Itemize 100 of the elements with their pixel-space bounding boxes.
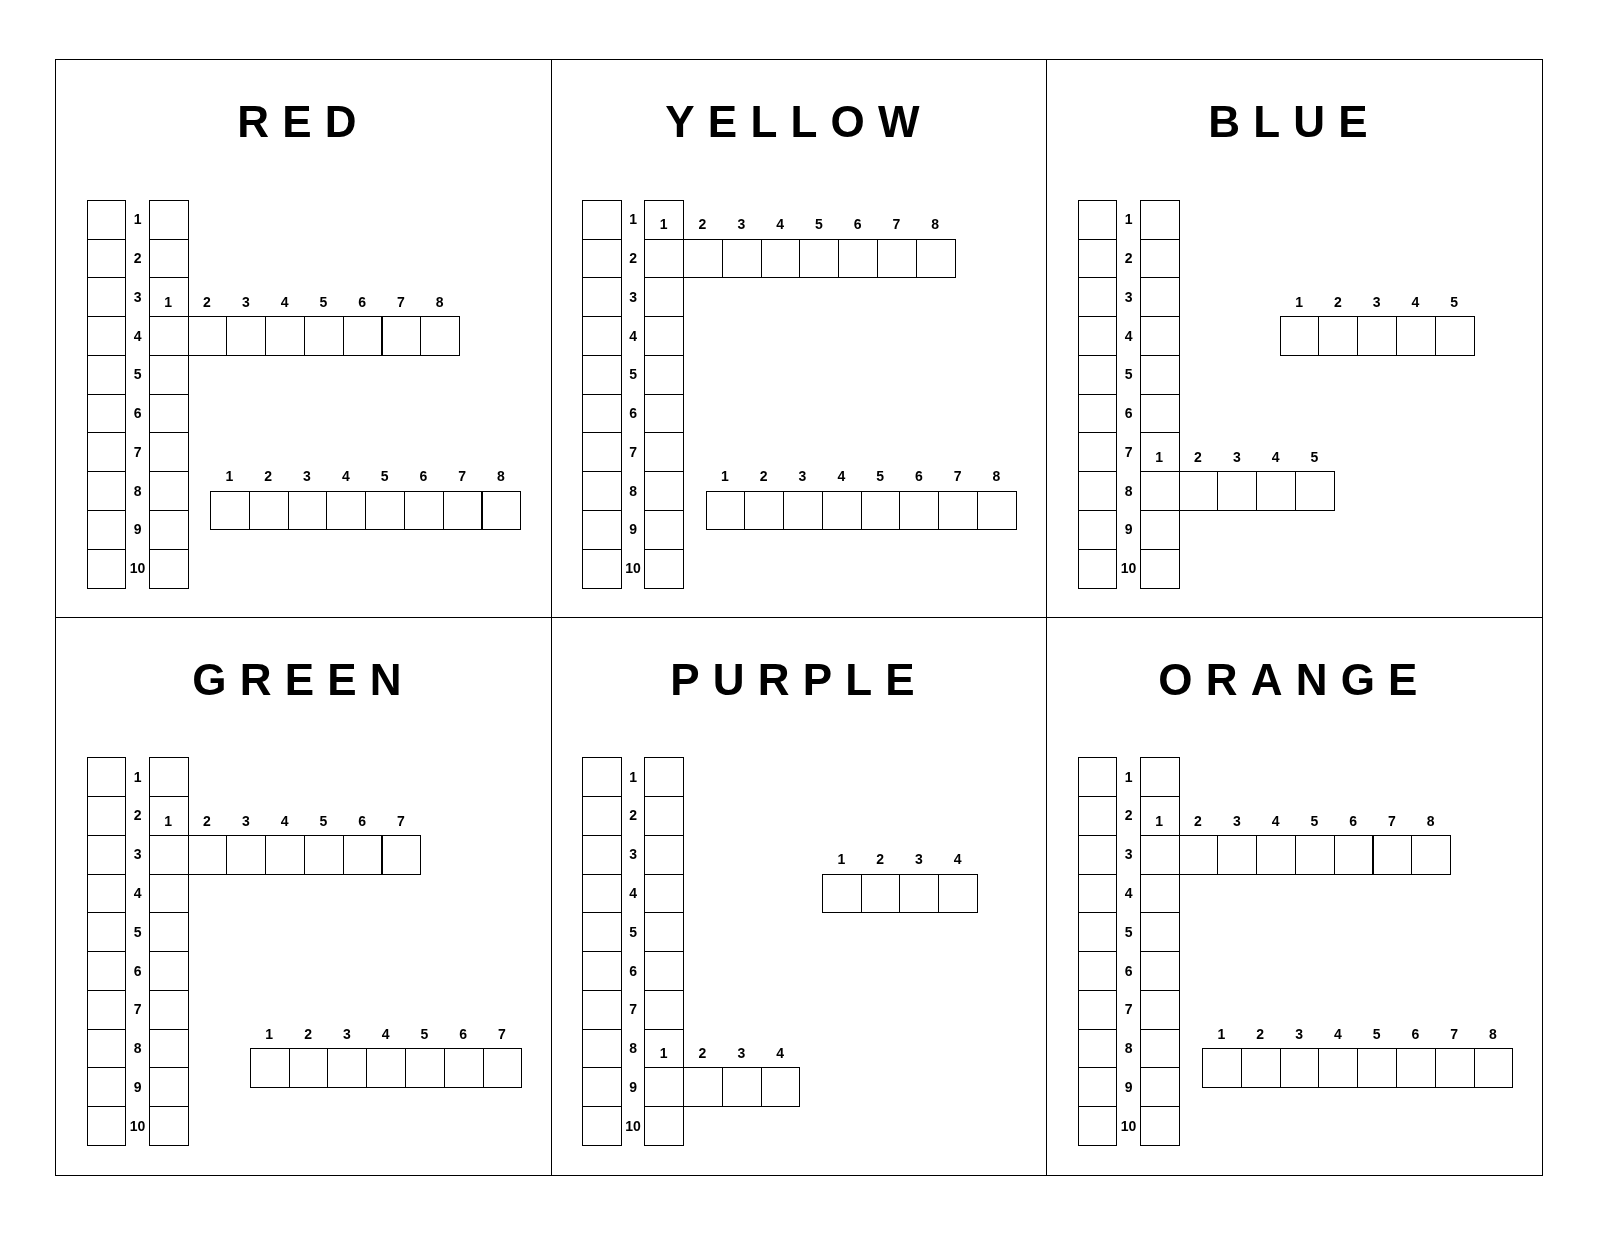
clue-number: 4 (836, 468, 847, 485)
clue-number: 7 (1449, 1025, 1459, 1042)
clue-number: 4 (775, 216, 785, 233)
clue-number: 6 (357, 293, 367, 310)
clue-number: 10 (1119, 560, 1138, 577)
clue-number: 7 (1387, 812, 1397, 829)
clue-number: 1 (720, 468, 730, 485)
clue-number: 5 (628, 366, 638, 383)
clue-number: 8 (1123, 1040, 1134, 1057)
clue-number: 6 (1123, 962, 1134, 979)
clue-number: 6 (132, 405, 143, 422)
clue-number: 1 (1154, 448, 1165, 465)
clue-number: 7 (1123, 1001, 1134, 1018)
clue-number: 4 (1270, 448, 1281, 465)
clue-number: 4 (340, 468, 351, 485)
clue-number: 5 (875, 468, 885, 485)
clue-number: 2 (303, 1025, 313, 1042)
clue-number: 10 (624, 560, 642, 577)
clue-number: 1 (1123, 211, 1134, 228)
clue-number: 6 (628, 962, 638, 979)
clue-number: 6 (1348, 812, 1358, 829)
clue-number: 8 (991, 468, 1002, 485)
clue-number: 2 (1123, 807, 1134, 824)
clue-number: 7 (132, 443, 143, 460)
clue-number: 3 (736, 216, 747, 233)
clue-number: 1 (132, 768, 143, 785)
clue-number: 3 (132, 846, 143, 863)
clue-number: 2 (758, 468, 769, 485)
clue-number: 6 (1410, 1025, 1421, 1042)
clue-number: 3 (1371, 293, 1382, 310)
clue-number: 5 (1309, 448, 1320, 465)
clue-number: 2 (1332, 293, 1343, 310)
clue-number: 1 (1294, 293, 1304, 310)
clue-number: 2 (202, 293, 212, 310)
clue-number: 3 (1123, 846, 1134, 863)
panel-title: RED (236, 97, 371, 148)
clue-number: 2 (132, 249, 143, 266)
clue-number: 2 (1255, 1025, 1266, 1042)
clue-number: 1 (1216, 1025, 1227, 1042)
clue-number: 10 (128, 560, 147, 577)
clue-number: 3 (628, 846, 638, 863)
clue-number: 2 (697, 1045, 708, 1062)
clue-number: 4 (628, 885, 638, 901)
clue-number: 2 (132, 807, 143, 824)
clue-number: 4 (1123, 327, 1134, 344)
clue-number: 9 (1123, 1078, 1134, 1095)
clue-number: 8 (930, 216, 941, 233)
clue-number: 5 (1123, 923, 1134, 940)
clue-number: 6 (458, 1025, 468, 1042)
puzzle-panel (1046, 616, 1543, 1176)
clue-number: 4 (952, 851, 963, 868)
clue-number: 5 (1123, 366, 1134, 383)
clue-number: 4 (1123, 885, 1134, 901)
clue-number: 8 (132, 1040, 143, 1057)
clue-number: 5 (1309, 812, 1320, 829)
clue-number: 9 (1123, 521, 1134, 538)
clue-number: 1 (658, 1045, 669, 1062)
clue-number: 1 (132, 211, 143, 228)
clue-number: 6 (418, 468, 429, 485)
clue-number: 2 (628, 249, 638, 266)
clue-number: 8 (1425, 812, 1436, 829)
clue-number: 1 (163, 812, 174, 829)
clue-number: 5 (318, 812, 329, 829)
clue-number: 10 (1119, 1117, 1138, 1134)
clue-number: 2 (628, 807, 638, 824)
clue-number: 8 (628, 482, 638, 499)
clue-number: 1 (628, 211, 638, 228)
clue-number: 7 (396, 812, 406, 829)
panel-title: ORANGE (1157, 654, 1432, 705)
puzzle-panel (55, 616, 552, 1176)
clue-number: 4 (132, 327, 143, 344)
clue-number: 1 (836, 851, 847, 868)
clue-number: 4 (132, 885, 143, 901)
clue-number: 6 (132, 962, 143, 979)
clue-number: 3 (913, 851, 924, 868)
clue-number: 7 (497, 1025, 507, 1042)
puzzle-panel (1046, 59, 1543, 618)
clue-number: 6 (357, 812, 367, 829)
clue-number: 5 (628, 923, 638, 940)
clue-number: 2 (697, 216, 708, 233)
clue-number: 8 (496, 468, 506, 485)
clue-number: 6 (852, 216, 863, 233)
clue-number: 3 (628, 288, 638, 305)
clue-number: 9 (132, 521, 143, 538)
clue-number: 10 (128, 1117, 147, 1134)
clue-number: 7 (628, 1001, 638, 1018)
clue-number: 3 (1123, 288, 1134, 305)
clue-number: 9 (132, 1078, 143, 1095)
clue-number: 7 (457, 468, 467, 485)
clue-number: 10 (624, 1117, 642, 1134)
clue-number: 6 (913, 468, 924, 485)
clue-number: 4 (279, 293, 290, 310)
clue-number: 3 (1231, 448, 1242, 465)
clue-number: 7 (628, 443, 638, 460)
panel-title: BLUE (1207, 97, 1382, 148)
clue-number: 5 (419, 1025, 430, 1042)
clue-number: 4 (380, 1025, 391, 1042)
clue-number: 5 (1371, 1025, 1382, 1042)
clue-number: 2 (263, 468, 274, 485)
panel-title: GREEN (191, 654, 416, 705)
